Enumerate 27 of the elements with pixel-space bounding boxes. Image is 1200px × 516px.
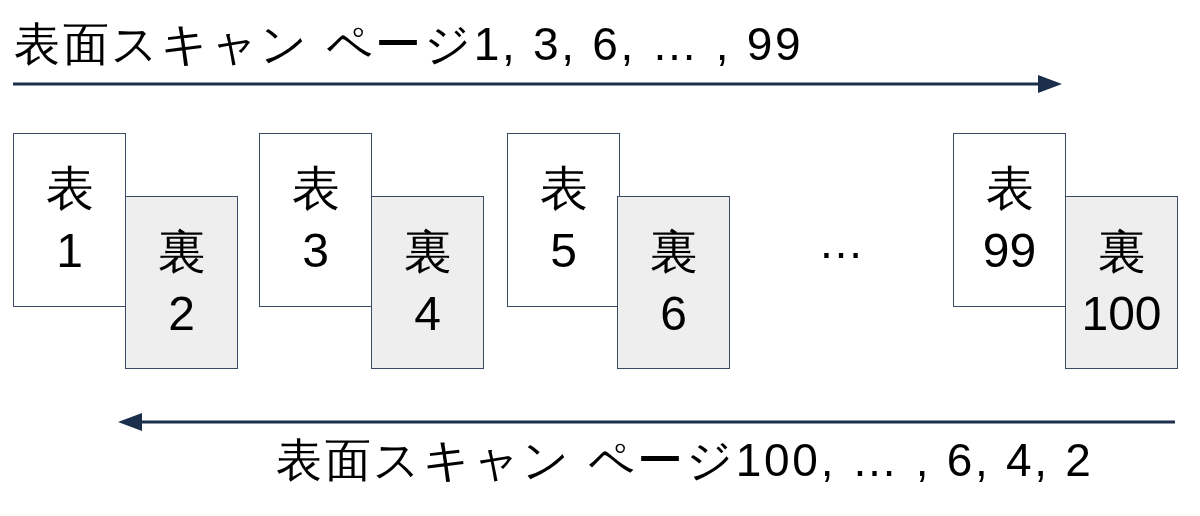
page-number: 100: [1081, 285, 1162, 342]
side-label: 表: [45, 161, 94, 217]
side-label: 表: [539, 161, 588, 217]
page-sheet: [259, 133, 372, 307]
page-number: 5: [550, 223, 577, 279]
scan-order-label: 表面スキャン ページ1, 3, 6, … , 99: [14, 18, 804, 70]
page-sheet: [617, 196, 730, 369]
page-sheet: [507, 133, 620, 307]
side-label: 表: [985, 161, 1034, 217]
page-sheet: [125, 196, 238, 369]
side-label: 裏: [649, 223, 698, 280]
page-sheet: [1065, 196, 1178, 369]
side-label: 裏: [403, 223, 452, 280]
page-number: 99: [982, 223, 1037, 279]
page-sheet: [371, 196, 484, 369]
side-label: 裏: [1097, 223, 1146, 280]
page-number: 6: [660, 285, 687, 342]
page-number: 3: [302, 223, 329, 279]
side-label: 裏: [157, 223, 206, 280]
page-sheet: [13, 133, 126, 307]
page-number: 1: [56, 223, 83, 279]
side-label: 表: [291, 161, 340, 217]
page-sheet: [953, 133, 1066, 307]
ellipsis: …: [818, 216, 864, 268]
page-number: 2: [168, 285, 195, 342]
scan-order-label: 表面スキャン ページ100, … , 6, 4, 2: [276, 434, 1094, 486]
page-number: 4: [414, 285, 441, 342]
